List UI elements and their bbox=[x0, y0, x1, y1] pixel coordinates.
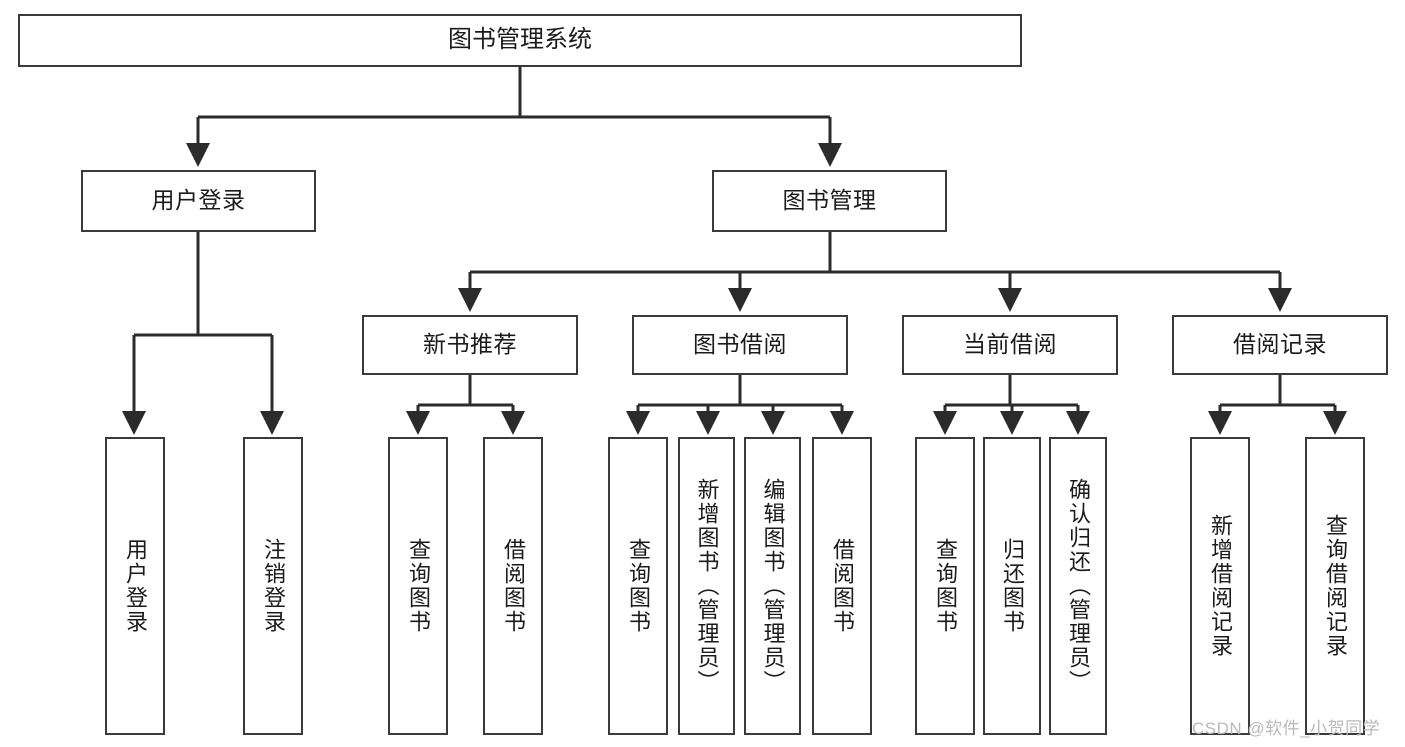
leaf-current-borrow-1-label: 查询图书 bbox=[932, 538, 958, 634]
node-new-book-recommend-label: 新书推荐 bbox=[423, 331, 517, 358]
leaf-book-borrow-4[interactable]: 借阅图书 bbox=[812, 437, 872, 735]
leaf-current-borrow-3-label: 确认归还（管理员） bbox=[1065, 478, 1091, 694]
leaf-book-borrow-3[interactable]: 编辑图书（管理员） bbox=[744, 437, 801, 735]
leaf-book-borrow-2[interactable]: 新增图书（管理员） bbox=[678, 437, 735, 735]
leaf-borrow-record-2[interactable]: 查询借阅记录 bbox=[1305, 437, 1365, 735]
leaf-user-login-2[interactable]: 注销登录 bbox=[243, 437, 303, 735]
leaf-new-book-2-label: 借阅图书 bbox=[500, 538, 526, 634]
csdn-watermark: CSDN @软件_小贺同学 bbox=[1192, 719, 1381, 738]
leaf-user-login-2-label: 注销登录 bbox=[260, 538, 286, 634]
leaf-new-book-1[interactable]: 查询图书 bbox=[388, 437, 448, 735]
leaf-borrow-record-1-label: 新增借阅记录 bbox=[1207, 514, 1233, 658]
leaf-current-borrow-2-label: 归还图书 bbox=[999, 538, 1025, 634]
leaf-user-login-1-label: 用户登录 bbox=[122, 538, 148, 634]
leaf-book-borrow-3-label: 编辑图书（管理员） bbox=[760, 478, 786, 694]
leaf-book-borrow-4-label: 借阅图书 bbox=[829, 538, 855, 634]
leaf-book-borrow-1-label: 查询图书 bbox=[625, 538, 651, 634]
leaf-book-borrow-2-label: 新增图书（管理员） bbox=[694, 478, 720, 694]
node-current-borrow[interactable]: 当前借阅 bbox=[902, 315, 1118, 375]
node-root[interactable]: 图书管理系统 bbox=[18, 14, 1022, 67]
node-borrow-record-label: 借阅记录 bbox=[1233, 331, 1327, 358]
leaf-current-borrow-3[interactable]: 确认归还（管理员） bbox=[1049, 437, 1107, 735]
leaf-user-login-1[interactable]: 用户登录 bbox=[105, 437, 165, 735]
leaf-current-borrow-1[interactable]: 查询图书 bbox=[915, 437, 975, 735]
leaf-borrow-record-2-label: 查询借阅记录 bbox=[1322, 514, 1348, 658]
node-book-borrow[interactable]: 图书借阅 bbox=[632, 315, 848, 375]
node-book-borrow-label: 图书借阅 bbox=[693, 331, 787, 358]
node-current-borrow-label: 当前借阅 bbox=[963, 331, 1057, 358]
node-book-management[interactable]: 图书管理 bbox=[712, 170, 947, 232]
node-new-book-recommend[interactable]: 新书推荐 bbox=[362, 315, 578, 375]
leaf-new-book-2[interactable]: 借阅图书 bbox=[483, 437, 543, 735]
node-user-login[interactable]: 用户登录 bbox=[81, 170, 316, 232]
leaf-book-borrow-1[interactable]: 查询图书 bbox=[608, 437, 668, 735]
leaf-current-borrow-2[interactable]: 归还图书 bbox=[983, 437, 1041, 735]
node-root-label: 图书管理系统 bbox=[448, 26, 592, 54]
leaf-borrow-record-1[interactable]: 新增借阅记录 bbox=[1190, 437, 1250, 735]
node-user-login-label: 用户登录 bbox=[151, 187, 246, 214]
node-borrow-record[interactable]: 借阅记录 bbox=[1172, 315, 1388, 375]
node-book-management-label: 图书管理 bbox=[782, 187, 877, 214]
leaf-new-book-1-label: 查询图书 bbox=[405, 538, 431, 634]
